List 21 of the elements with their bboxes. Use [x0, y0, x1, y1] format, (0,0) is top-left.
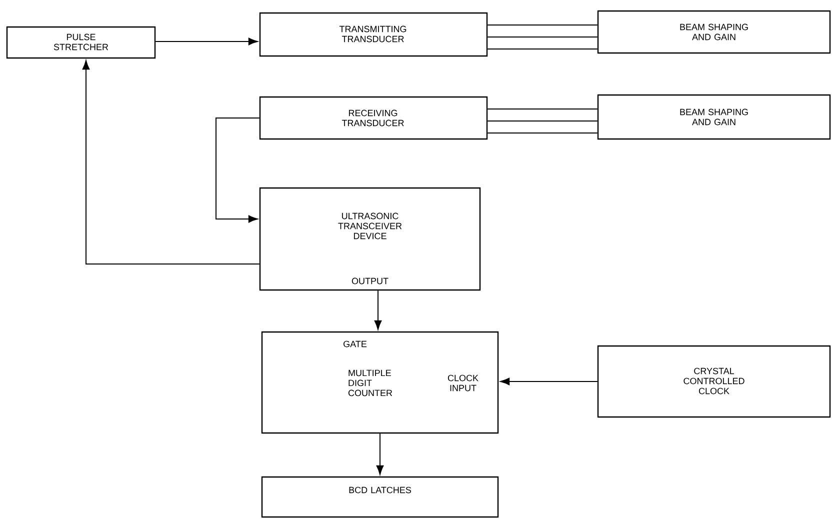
connecting-line	[487, 120, 598, 122]
connecting-line	[487, 36, 598, 38]
connecting-line	[487, 48, 598, 50]
block-box: GATE MULTIPLE DIGIT COUNTER CLOCK INPUT	[261, 331, 499, 434]
arrow	[216, 118, 260, 223]
block-box: TRANSMITTING TRANSDUCER	[259, 12, 488, 57]
connecting-line	[487, 108, 598, 110]
block-box: PULSE STRETCHER	[6, 26, 156, 59]
block-box: RECEIVING TRANSDUCER	[259, 96, 488, 140]
block-box: BCD LATCHES	[261, 476, 499, 518]
arrow	[374, 290, 382, 330]
arrow	[155, 38, 258, 46]
block-box: CRYSTAL CONTROLLED CLOCK	[597, 345, 831, 418]
arrow	[500, 378, 598, 386]
connecting-line	[487, 24, 598, 26]
connecting-line	[487, 132, 598, 134]
block-box: BEAM SHAPING AND GAIN	[597, 10, 831, 54]
arrow	[82, 60, 260, 264]
arrow	[376, 433, 384, 475]
block-box: ULTRASONIC TRANSCEIVER DEVICE OUTPUT	[259, 187, 481, 291]
block-box: BEAM SHAPING AND GAIN	[597, 94, 831, 140]
